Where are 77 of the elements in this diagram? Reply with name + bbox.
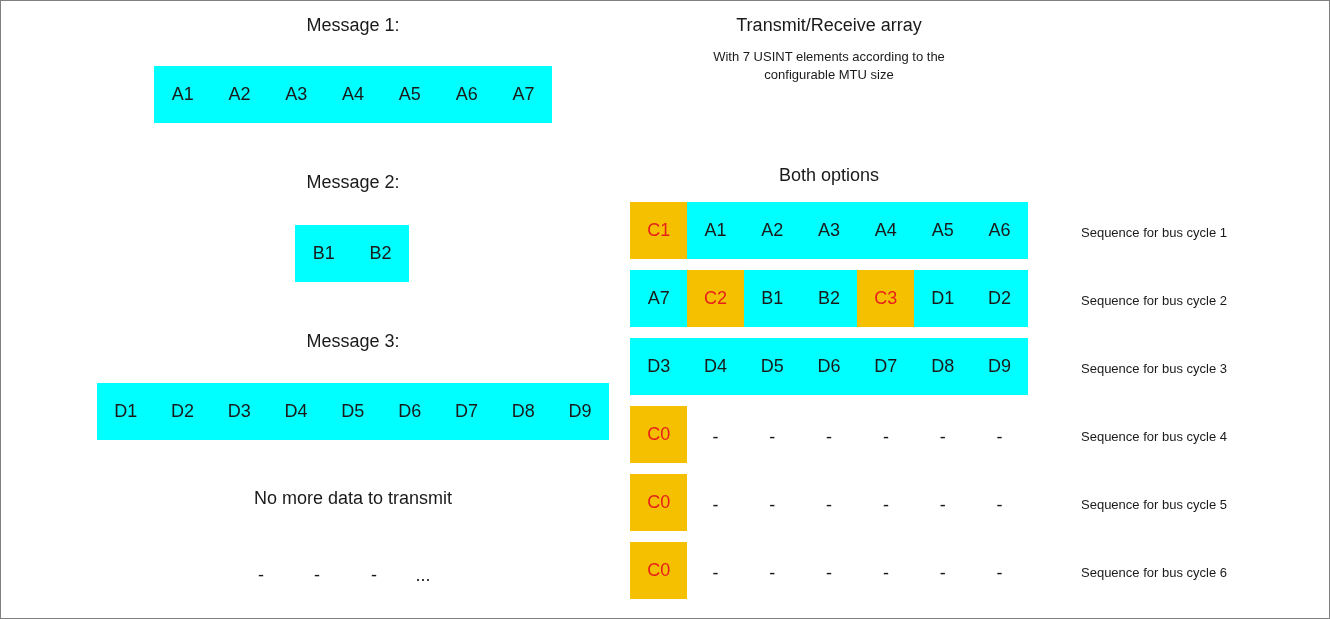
row-caption: Sequence for bus cycle 3 [1080,360,1228,378]
empty-slot-dash: - [995,425,1004,449]
data-cell: A1 [686,202,745,259]
empty-slot-dash: - [881,561,890,585]
control-cell: C0 [630,406,688,463]
row-caption: Sequence for bus cycle 6 [1080,564,1228,582]
data-cell: B2 [800,270,858,327]
empty-slot-dash: - [995,493,1004,517]
data-cell: A6 [438,66,496,123]
heading: Message 2: [305,170,401,194]
empty-slot-dash: - [370,563,378,587]
data-cell: A7 [494,66,553,123]
data-cell: A5 [381,66,439,123]
empty-slot-dash: - [938,493,947,517]
data-cell: D9 [970,338,1029,395]
data-cell: A7 [630,270,688,327]
data-cell: A4 [857,202,915,259]
control-cell: C1 [630,202,688,259]
empty-slot-dash: - [768,425,777,449]
empty-slot-dash: - [257,563,265,587]
data-cell: D5 [324,383,382,440]
data-cell: A3 [800,202,858,259]
empty-slot-dash: - [995,561,1004,585]
empty-slot-dash: - [938,425,947,449]
empty-slot-dash: - [711,425,720,449]
data-cell: A5 [914,202,972,259]
data-cell: A2 [210,66,269,123]
row-caption: Sequence for bus cycle 1 [1080,224,1228,242]
data-cell: D6 [381,383,439,440]
data-cell: D5 [743,338,801,395]
empty-slot-dash: - [881,425,890,449]
data-cell: D1 [97,383,155,440]
empty-slot-dash: - [825,425,834,449]
data-cell: D8 [914,338,972,395]
status-text: No more data to transmit [252,486,454,510]
data-cell: D4 [267,383,325,440]
data-cell: D3 [630,338,688,395]
row-caption: Sequence for bus cycle 2 [1080,292,1228,310]
note-text: With 7 USINT elements according to the configurable MTU size [712,48,946,84]
empty-slot-dash: - [768,561,777,585]
control-cell: C3 [857,270,915,327]
heading: Message 3: [305,329,401,353]
data-cell: B1 [743,270,801,327]
data-cell: D7 [857,338,915,395]
data-cell: B1 [295,225,353,282]
data-cell: B2 [351,225,410,282]
data-cell: A2 [743,202,801,259]
data-cell: D1 [914,270,972,327]
heading: Message 1: [305,13,401,37]
data-cell: A1 [154,66,212,123]
data-cell: D7 [437,383,496,440]
empty-slot-dash: - [881,493,890,517]
row-caption: Sequence for bus cycle 4 [1080,428,1228,446]
data-cell: A6 [970,202,1029,259]
data-cell: D3 [210,383,268,440]
data-cell: D2 [970,270,1029,327]
row-caption: Sequence for bus cycle 5 [1080,496,1228,514]
data-cell: D9 [551,383,609,440]
empty-slot-dash: - [768,493,777,517]
data-cell: D2 [153,383,212,440]
ellipsis: ... [414,563,432,587]
data-cell: A4 [324,66,382,123]
empty-slot-dash: - [313,563,321,587]
data-cell: A3 [267,66,325,123]
empty-slot-dash: - [711,561,720,585]
empty-slot-dash: - [825,561,834,585]
control-cell: C0 [630,474,688,531]
control-cell: C0 [630,542,688,599]
empty-slot-dash: - [825,493,834,517]
data-cell: D8 [494,383,552,440]
empty-slot-dash: - [938,561,947,585]
data-cell: D4 [686,338,745,395]
heading: Both options [777,163,881,187]
control-cell: C2 [686,270,745,327]
heading: Transmit/Receive array [735,13,923,37]
empty-slot-dash: - [711,493,720,517]
data-cell: D6 [800,338,858,395]
